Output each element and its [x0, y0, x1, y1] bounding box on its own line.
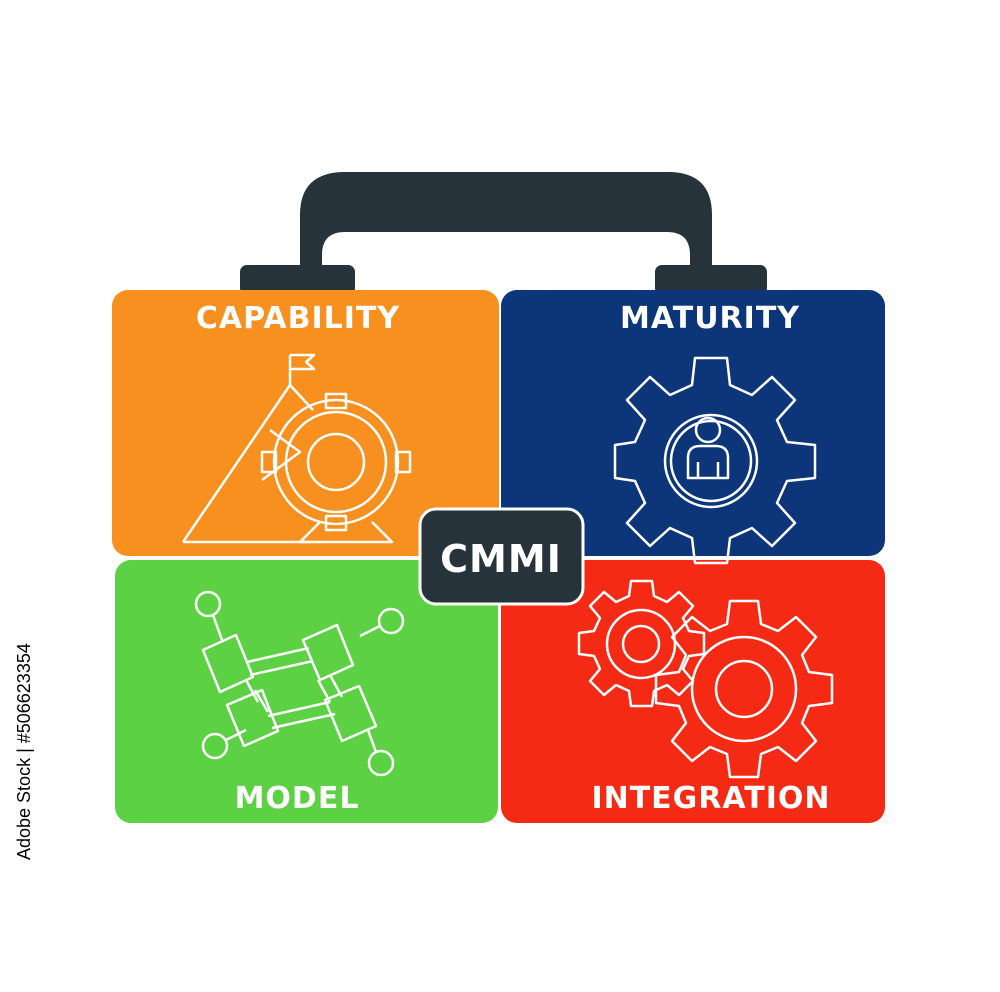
cmmi-label: CMMI [440, 537, 562, 581]
gear-person-icon [613, 356, 817, 565]
briefcase-handle [240, 172, 767, 295]
connected-blocks-icon [194, 590, 405, 777]
gears-icon [577, 579, 834, 779]
integration-label: INTEGRATION [591, 781, 830, 816]
cmmi-badge: CMMI [418, 507, 585, 606]
model-label: MODEL [235, 781, 360, 816]
capability-label: CAPABILITY [196, 301, 400, 336]
maturity-label: MATURITY [620, 301, 800, 336]
stock-id-text: Adobe Stock | #506623354 [14, 643, 34, 860]
maturity-panel [501, 290, 885, 556]
mountain-target-icon [181, 353, 412, 544]
